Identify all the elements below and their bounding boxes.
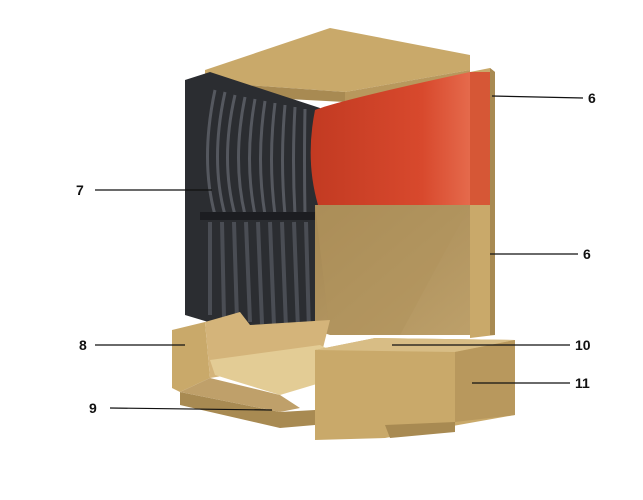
- callout-11: 11: [575, 375, 590, 391]
- leader-6-top: [492, 96, 583, 98]
- inner-side-wall: [315, 205, 470, 335]
- front-wall-column: [470, 68, 495, 338]
- callout-9: 9: [89, 400, 97, 416]
- callout-7: 7: [76, 182, 84, 198]
- right-base-block: [315, 338, 515, 440]
- water-wall-tubes: [185, 72, 320, 340]
- callout-8: 8: [79, 337, 87, 353]
- callout-10: 10: [575, 337, 591, 353]
- callout-6-mid: 6: [583, 246, 591, 262]
- callout-6-top: 6: [588, 90, 596, 106]
